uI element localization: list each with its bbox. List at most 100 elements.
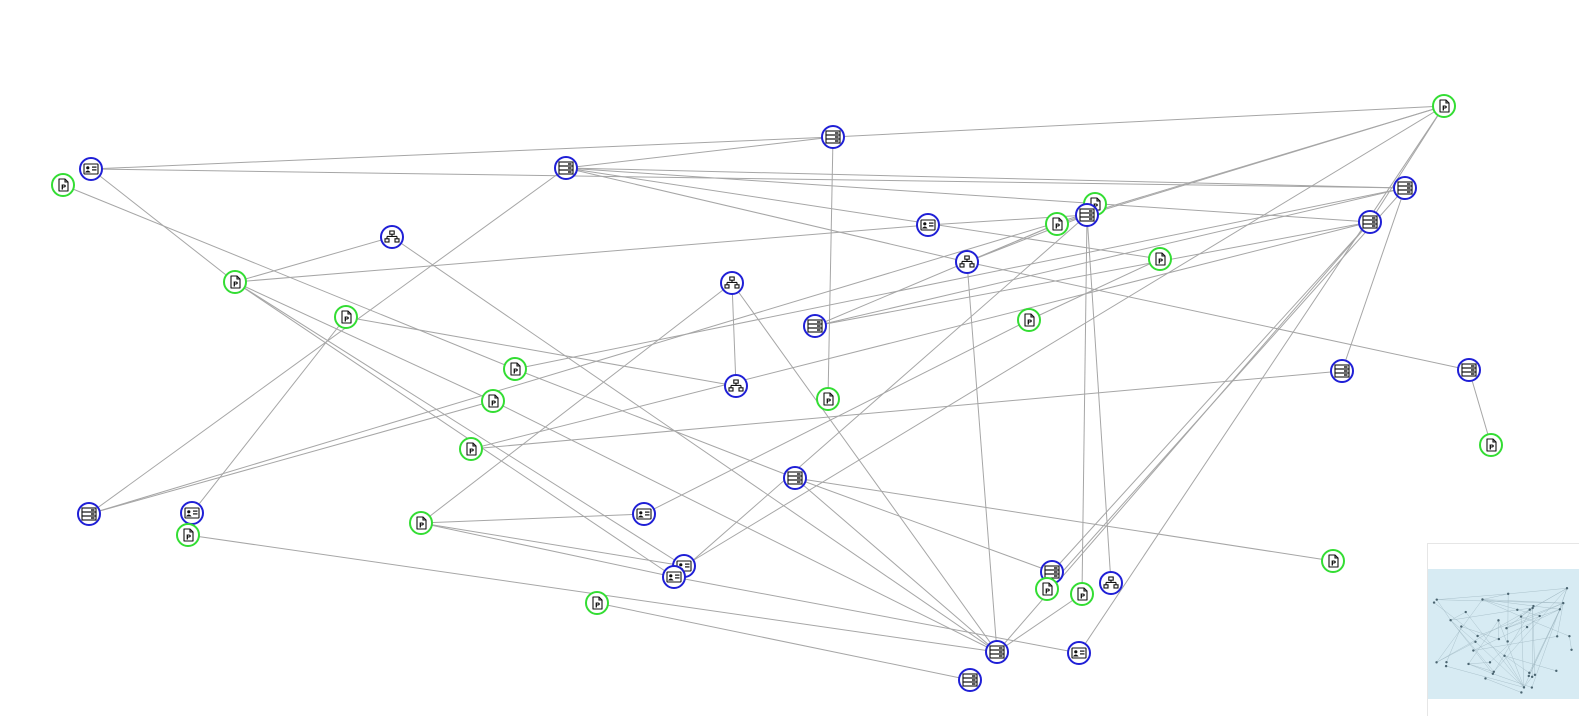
- node-document-n32[interactable]: P: [409, 511, 433, 535]
- document-letter: P: [419, 522, 424, 530]
- minimap-node: [1520, 691, 1523, 694]
- node-document-n20[interactable]: P: [503, 357, 527, 381]
- server-icon: [1362, 215, 1378, 229]
- node-document-n15[interactable]: P: [223, 270, 247, 294]
- minimap-node: [1565, 587, 1569, 590]
- minimap-edge: [1492, 607, 1533, 674]
- node-server-n42[interactable]: [985, 640, 1009, 664]
- node-document-n34[interactable]: P: [1321, 549, 1345, 573]
- minimap-node: [1476, 634, 1479, 638]
- minimap-edge: [1477, 635, 1505, 656]
- minimap[interactable]: [1427, 543, 1579, 716]
- document-letter: P: [469, 448, 474, 456]
- edge-n17-n30: [191, 316, 347, 514]
- minimap-node: [1491, 672, 1495, 675]
- node-network-n38[interactable]: [1099, 571, 1123, 595]
- minimap-edge: [1521, 616, 1570, 637]
- server-icon: [558, 161, 574, 175]
- edge-n15-n35: [234, 281, 685, 567]
- edge-n13-n8: [966, 214, 1088, 263]
- minimap-edge: [1473, 636, 1558, 651]
- minimap-node: [1522, 686, 1526, 689]
- minimap-node: [1519, 615, 1523, 618]
- minimap-node: [1467, 662, 1470, 666]
- edge-n4-n13: [565, 167, 968, 263]
- node-document-n24[interactable]: P: [816, 387, 840, 411]
- document-letter: P: [344, 316, 349, 324]
- node-server-n21[interactable]: [1330, 359, 1354, 383]
- node-document-n17[interactable]: P: [334, 305, 358, 329]
- edge-n32-n35: [420, 522, 685, 567]
- edge-n18-n14: [1028, 258, 1161, 321]
- node-network-n12[interactable]: [380, 225, 404, 249]
- edge-n15-n25: [234, 281, 494, 402]
- edge-n32-n36: [420, 522, 675, 578]
- minimap-edge: [1506, 609, 1530, 629]
- node-document-n5[interactable]: P: [51, 173, 75, 197]
- node-document-n25[interactable]: P: [481, 389, 505, 413]
- minimap-node: [1555, 669, 1558, 673]
- minimap-edge: [1477, 602, 1564, 637]
- node-document-n1[interactable]: P: [1432, 94, 1456, 118]
- minimap-node: [1492, 670, 1496, 673]
- node-document-n40[interactable]: P: [1070, 582, 1094, 606]
- edge-n36-n43: [673, 576, 1080, 654]
- node-server-n28[interactable]: [783, 466, 807, 490]
- node-network-n16[interactable]: [720, 271, 744, 295]
- node-server-n29[interactable]: [77, 502, 101, 526]
- node-document-n14[interactable]: P: [1148, 247, 1172, 271]
- node-document-n41[interactable]: P: [585, 591, 609, 615]
- node-document-n27[interactable]: P: [459, 437, 483, 461]
- server-icon: [1079, 208, 1095, 222]
- document-p-icon: P: [510, 362, 521, 376]
- document-letter: P: [595, 602, 600, 610]
- node-document-n39[interactable]: P: [1035, 577, 1059, 601]
- node-server-n22[interactable]: [1457, 358, 1481, 382]
- edge-layer: [62, 105, 1492, 681]
- node-server-n19[interactable]: [803, 314, 827, 338]
- node-server-n10[interactable]: [1358, 210, 1382, 234]
- document-letter: P: [1158, 258, 1163, 266]
- document-letter: P: [1027, 319, 1032, 327]
- node-server-n8[interactable]: [1075, 203, 1099, 227]
- node-network-n13[interactable]: [955, 250, 979, 274]
- edge-n25-n42: [492, 400, 998, 653]
- document-letter: P: [61, 184, 66, 192]
- minimap-edge: [1506, 602, 1564, 629]
- network-icon: [1103, 576, 1119, 589]
- edge-n15-n11: [234, 224, 929, 283]
- minimap-node: [1505, 626, 1508, 630]
- edge-n41-n44: [596, 602, 971, 681]
- minimap-node: [1481, 598, 1484, 601]
- document-p-icon: P: [1052, 217, 1063, 231]
- node-server-n44[interactable]: [958, 668, 982, 692]
- node-contact-n30[interactable]: [180, 501, 204, 525]
- node-contact-n43[interactable]: [1067, 641, 1091, 665]
- contact-card-icon: [83, 163, 99, 175]
- node-network-n23[interactable]: [724, 374, 748, 398]
- node-document-n33[interactable]: P: [176, 523, 200, 547]
- edge-n2-n1: [832, 105, 1445, 138]
- node-server-n4[interactable]: [554, 156, 578, 180]
- node-contact-n11[interactable]: [916, 213, 940, 237]
- node-document-n26[interactable]: P: [1479, 433, 1503, 457]
- minimap-edge: [1468, 620, 1499, 665]
- node-server-n2[interactable]: [821, 125, 845, 149]
- node-contact-n31[interactable]: [632, 502, 656, 526]
- node-document-n18[interactable]: P: [1017, 308, 1041, 332]
- node-document-n9[interactable]: P: [1045, 212, 1069, 236]
- node-contact-n36[interactable]: [662, 565, 686, 589]
- edge-n4-n14: [565, 167, 1161, 260]
- minimap-edge: [1446, 665, 1525, 688]
- minimap-node: [1460, 625, 1463, 628]
- minimap-edge: [1529, 588, 1568, 610]
- minimap-edge: [1450, 611, 1466, 621]
- node-server-n6[interactable]: [1393, 176, 1417, 200]
- minimap-edge: [1450, 620, 1494, 672]
- edge-n6-n21: [1341, 187, 1406, 372]
- minimap-node: [1444, 664, 1448, 668]
- minimap-edge: [1504, 655, 1525, 688]
- node-contact-n3[interactable]: [79, 157, 103, 181]
- server-icon: [1461, 363, 1477, 377]
